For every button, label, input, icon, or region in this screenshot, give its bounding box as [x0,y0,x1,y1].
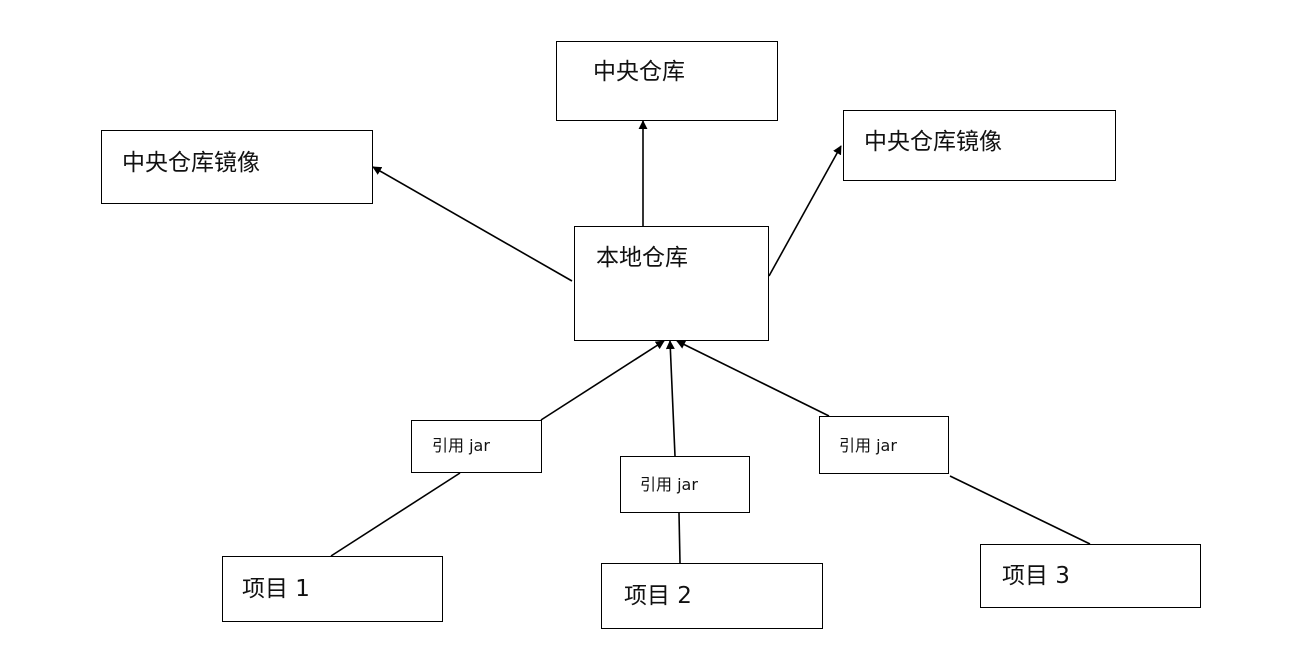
edge-project2-to-ref2 [678,512,681,564]
ref-jar-1-label: 引用 jar [432,436,490,455]
mirror-left-label: 中央仓库镜像 [122,150,260,176]
ref-jar-2-node: 引用 jar [620,456,750,513]
project-2-label: 项目 2 [624,583,692,609]
ref-jar-1-node: 引用 jar [411,420,542,473]
central-repo-label: 中央仓库 [593,59,685,85]
project-3-label: 项目 3 [1002,563,1070,589]
edge-project1-to-ref1 [330,472,461,557]
project-1-label: 项目 1 [242,576,310,602]
project-3-node: 项目 3 [980,544,1201,608]
central-repo-node: 中央仓库 [556,41,778,121]
edge-local-to-mirror-left [372,166,573,282]
edge-ref2-to-local [665,340,676,457]
ref-jar-3-node: 引用 jar [819,416,949,474]
edge-ref1-to-local [540,340,665,421]
edge-project3-to-ref3 [949,475,1091,545]
project-1-node: 项目 1 [222,556,443,622]
mirror-left-node: 中央仓库镜像 [101,130,373,204]
edge-local-to-mirror-right [768,145,842,277]
local-repo-label: 本地仓库 [596,245,688,271]
ref-jar-3-label: 引用 jar [839,436,897,455]
project-2-node: 项目 2 [601,563,823,629]
edge-ref3-to-local [676,340,830,417]
local-repo-node: 本地仓库 [574,226,769,341]
mirror-right-node: 中央仓库镜像 [843,110,1116,181]
mirror-right-label: 中央仓库镜像 [864,129,1002,155]
ref-jar-2-label: 引用 jar [640,475,698,494]
